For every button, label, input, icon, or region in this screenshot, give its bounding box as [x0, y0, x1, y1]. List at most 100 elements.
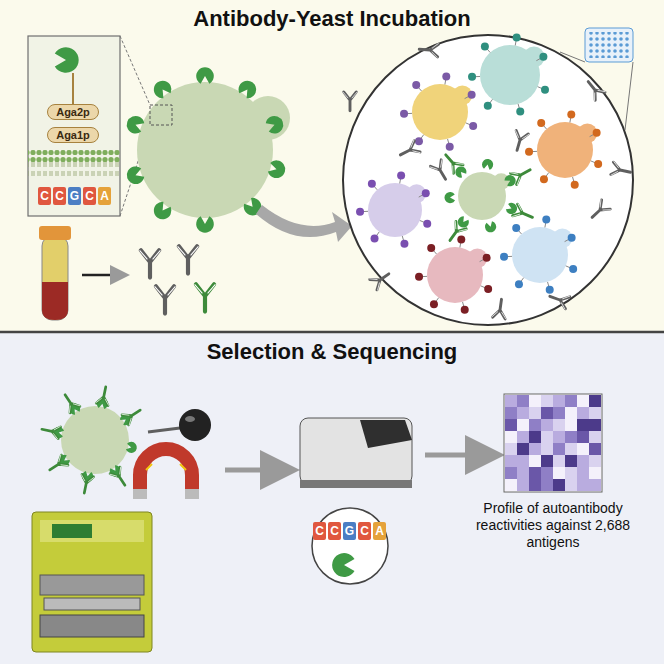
- antigen: [539, 53, 547, 61]
- antigen: [423, 220, 431, 228]
- heatmap-cell: [577, 407, 589, 419]
- heatmap-cell: [541, 455, 553, 467]
- heatmap-cell: [577, 431, 589, 443]
- heatmap-cell: [529, 443, 541, 455]
- antigen: [124, 113, 145, 135]
- antibody: [343, 92, 357, 111]
- antigen: [461, 306, 469, 314]
- heatmap-cell: [589, 407, 601, 419]
- heatmap-cell: [565, 479, 577, 491]
- antigen: [468, 91, 476, 99]
- caption-text: Profile of autoantibody reactivities aga…: [473, 500, 633, 551]
- sequence-letter: G: [343, 522, 356, 540]
- antibody: [59, 391, 80, 413]
- inset-box: [28, 36, 120, 216]
- antigen: [453, 164, 468, 179]
- sequence-letter: G: [68, 187, 81, 205]
- antigen: [442, 73, 450, 81]
- heatmap-cell: [577, 479, 589, 491]
- heatmap-cell: [565, 443, 577, 455]
- antigen: [500, 253, 508, 261]
- antibody: [440, 150, 463, 174]
- heatmap-cell: [541, 407, 553, 419]
- heatmap-cell: [577, 443, 589, 455]
- antibody: [611, 161, 632, 179]
- antigen: [468, 73, 476, 81]
- magnet: [140, 449, 192, 495]
- antibody: [512, 203, 535, 224]
- heatmap-cell: [553, 479, 565, 491]
- heatmap-cell: [553, 443, 565, 455]
- heatmap-cell: [505, 395, 517, 407]
- yeast-cell: [412, 84, 468, 140]
- yeast-cell: [537, 122, 593, 178]
- antibody: [369, 268, 393, 291]
- heatmap-cell: [505, 419, 517, 431]
- antibody: [510, 130, 529, 152]
- antigen: [150, 199, 174, 223]
- antigen: [516, 108, 524, 116]
- antibody: [547, 290, 570, 310]
- antigen: [267, 159, 287, 180]
- yeast-cell: [480, 45, 540, 105]
- yeast-cell: [427, 247, 483, 303]
- heatmap-cell: [589, 443, 601, 455]
- sequence-letter: C: [83, 187, 96, 205]
- heatmap-cell: [565, 419, 577, 431]
- heatmap-cell: [529, 407, 541, 419]
- heatmap-cell: [577, 419, 589, 431]
- heatmap-cell: [505, 479, 517, 491]
- heatmap-cell: [565, 455, 577, 467]
- heatmap-cell: [529, 455, 541, 467]
- antigen: [481, 158, 494, 170]
- read-circle: [312, 508, 388, 584]
- heatmap-cell: [517, 455, 529, 467]
- antigen: [569, 265, 577, 273]
- antigen: [513, 34, 521, 42]
- heatmap-cell: [589, 479, 601, 491]
- heatmap-cell: [553, 467, 565, 479]
- heatmap-cell: [517, 395, 529, 407]
- heatmap-cell: [553, 455, 565, 467]
- protein-label: Aga2p: [47, 104, 99, 120]
- yeast-cell: [137, 82, 273, 218]
- panel-ground: [0, 0, 664, 331]
- antigen: [368, 180, 376, 188]
- antibody: [583, 77, 606, 101]
- antigen: [515, 280, 523, 288]
- heatmap-cell: [541, 431, 553, 443]
- antigen: [125, 441, 137, 454]
- antigen: [412, 81, 420, 89]
- heatmap-cell: [517, 419, 529, 431]
- membrane: [28, 150, 120, 176]
- sequence-letter: A: [373, 522, 386, 540]
- heatmap-cell: [517, 467, 529, 479]
- protein-label: Aga1p: [47, 127, 99, 143]
- antigen: [427, 244, 435, 252]
- magnetic-bead: [179, 409, 211, 441]
- heatmap-cell: [589, 455, 601, 467]
- heatmap-cell: [517, 431, 529, 443]
- antibody: [41, 423, 61, 440]
- antigen: [124, 164, 145, 186]
- blood-tube: [42, 236, 68, 320]
- antibody: [46, 454, 68, 475]
- flow-arrow: [256, 205, 352, 242]
- heatmap-cell: [517, 407, 529, 419]
- antigen: [481, 42, 489, 50]
- antigen: [456, 215, 471, 230]
- yeast-cell: [368, 183, 422, 237]
- heatmap-cell: [517, 443, 529, 455]
- antibody: [419, 42, 439, 58]
- antigen: [397, 172, 405, 180]
- heatmap-cell: [589, 467, 601, 479]
- panel-ground: [0, 333, 664, 664]
- panel: Antibody-Yeast IncubationAga2pAga1p: [0, 0, 664, 331]
- sequence-letter: C: [328, 522, 341, 540]
- antigen: [457, 236, 465, 244]
- heatmap-cell: [577, 455, 589, 467]
- heatmap-cell: [541, 443, 553, 455]
- antigen: [422, 189, 430, 197]
- antibody: [397, 140, 420, 161]
- antigen: [430, 300, 438, 308]
